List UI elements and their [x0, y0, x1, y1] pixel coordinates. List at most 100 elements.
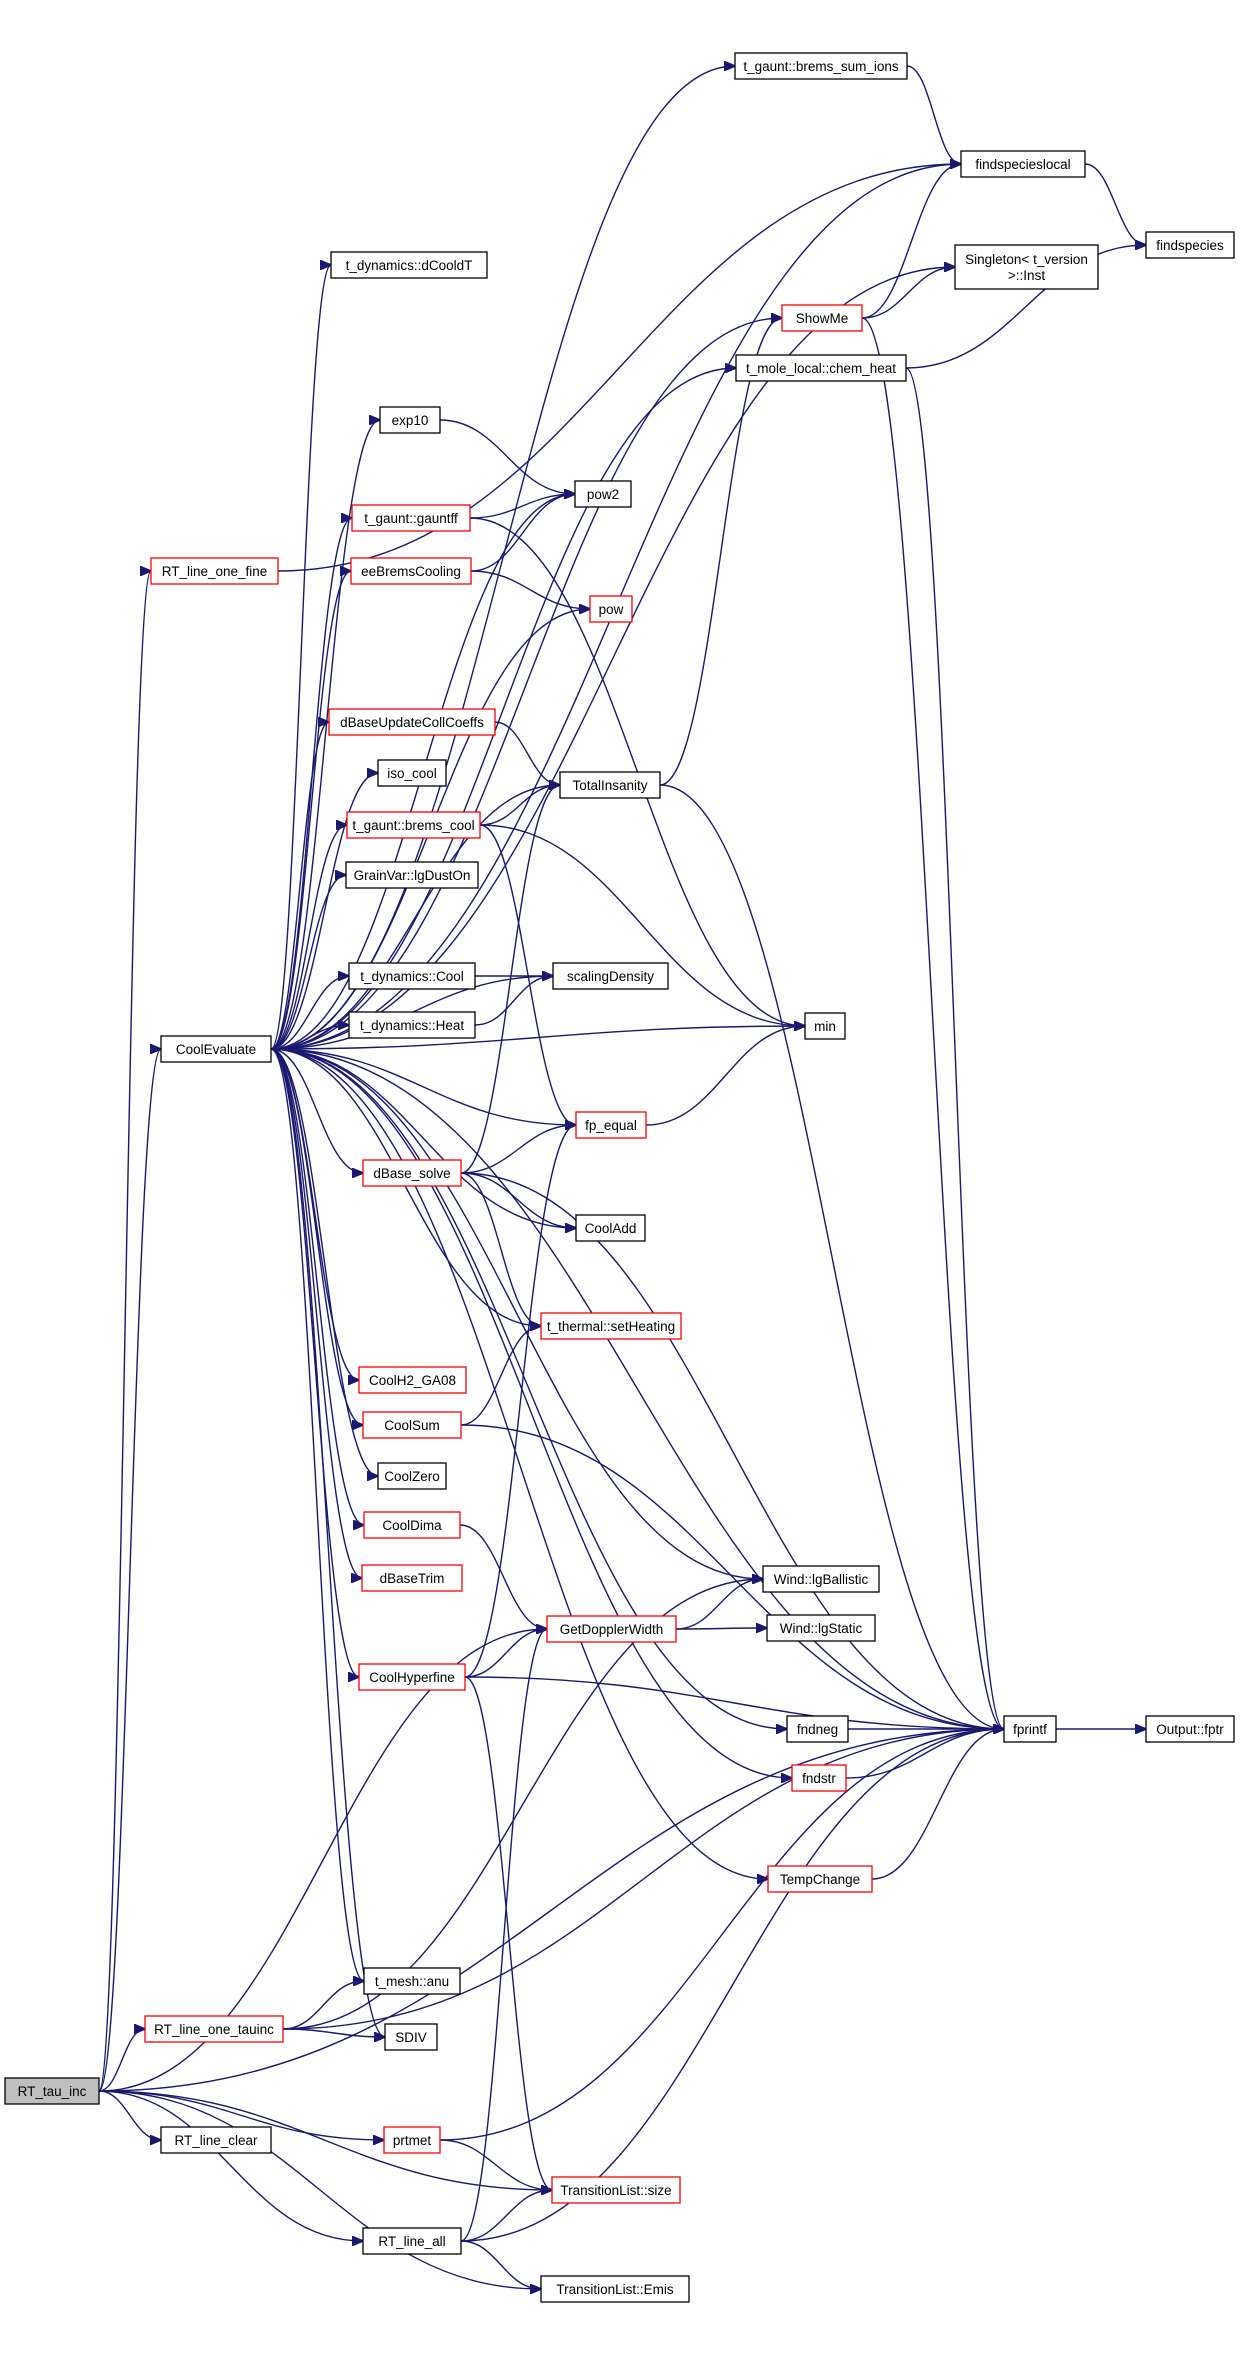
node-findspecies[interactable]: findspecies: [1145, 231, 1235, 259]
node-label: t_thermal::setHeating: [547, 1319, 675, 1334]
node-tl-size[interactable]: TransitionList::size: [551, 2176, 681, 2204]
edge-coolhyperfine-to-fp-equal: [464, 1125, 576, 1678]
node-label: pow2: [587, 487, 619, 502]
node-pow2[interactable]: pow2: [574, 480, 632, 508]
node-box: [144, 2015, 284, 2043]
edge-cool-evaluate-to-dyn-cool: [270, 976, 349, 1050]
edge-cool-evaluate-to-showme: [270, 318, 782, 1050]
node-label: Wind::lgBallistic: [774, 1572, 869, 1587]
node-box: [358, 1366, 467, 1394]
node-coolhyperfine[interactable]: CoolHyperfine: [358, 1663, 466, 1691]
node-label: exp10: [392, 413, 429, 428]
node-coolsum[interactable]: CoolSum: [362, 1411, 462, 1439]
node-box: [362, 2227, 462, 2255]
node-scalingdensity[interactable]: scalingDensity: [552, 962, 669, 990]
node-label: dBaseTrim: [380, 1571, 445, 1586]
edge-cool-evaluate-to-eebrems: [270, 571, 351, 1050]
edge-rt-tau-inc-to-cool-evaluate: [98, 1049, 161, 2092]
node-box: [546, 1615, 677, 1643]
node-anu[interactable]: t_mesh::anu: [363, 1967, 461, 1995]
edge-prtmet-to-tl-size: [439, 2139, 552, 2190]
node-eebrems[interactable]: eeBremsCooling: [350, 557, 472, 585]
node-coolh2[interactable]: CoolH2_GA08: [358, 1366, 467, 1394]
node-rt-line-clear[interactable]: RT_line_clear: [160, 2126, 272, 2154]
node-lgballistic[interactable]: Wind::lgBallistic: [762, 1565, 880, 1593]
node-brems-sum-ions[interactable]: t_gaunt::brems_sum_ions: [734, 52, 908, 80]
node-rt-tau-inc[interactable]: RT_tau_inc: [4, 2077, 100, 2105]
node-dyn-heat[interactable]: t_dynamics::Heat: [348, 1011, 476, 1039]
node-cool-evaluate[interactable]: CoolEvaluate: [160, 1035, 272, 1063]
node-tl-emis[interactable]: TransitionList::Emis: [540, 2275, 690, 2303]
node-label: RT_line_one_tauinc: [154, 2022, 274, 2037]
node-box: [1145, 231, 1235, 259]
node-rt-line-one-fine[interactable]: RT_line_one_fine: [150, 557, 279, 585]
node-cooldima[interactable]: CoolDima: [363, 1511, 461, 1539]
edge-dbase-solve-to-fp-equal: [460, 1125, 576, 1174]
edge-dbaseupdate-to-totalinsanity: [494, 721, 560, 785]
node-box: [160, 1035, 272, 1063]
node-box: [786, 1715, 849, 1743]
node-sdiv[interactable]: SDIV: [384, 2023, 438, 2051]
edge-getdoppler-to-lgballistic: [675, 1579, 763, 1630]
node-prtmet[interactable]: prtmet: [383, 2126, 441, 2154]
edge-cool-evaluate-to-tempchange: [270, 1048, 768, 1879]
node-fndstr[interactable]: fndstr: [791, 1764, 847, 1792]
node-iso-cool[interactable]: iso_cool: [377, 759, 447, 787]
edge-cool-evaluate-to-fprintf: [270, 1048, 1004, 1729]
node-coolzero[interactable]: CoolZero: [377, 1462, 447, 1490]
node-fndneg[interactable]: fndneg: [786, 1715, 849, 1743]
edge-dbase-solve-to-totalinsanity: [460, 785, 560, 1174]
node-pow[interactable]: pow: [589, 595, 633, 623]
node-dyn-cool[interactable]: t_dynamics::Cool: [348, 962, 476, 990]
node-box: [734, 52, 908, 80]
edge-rt-line-one-tauinc-to-sdiv: [282, 2028, 385, 2037]
node-box: [791, 1764, 847, 1792]
edge-cool-evaluate-to-coolhyperfine: [270, 1048, 359, 1677]
edge-rt-tau-inc-to-rt-line-all: [98, 2090, 363, 2241]
node-brems-cool[interactable]: t_gaunt::brems_cool: [346, 811, 481, 839]
node-box: [575, 1111, 647, 1139]
edge-cool-evaluate-to-lgdueston: [270, 875, 346, 1050]
node-box: [1145, 1715, 1235, 1743]
node-rt-line-all[interactable]: RT_line_all: [362, 2227, 462, 2255]
edge-cool-evaluate-to-dbasetrim: [270, 1048, 362, 1578]
edge-cool-evaluate-to-dcooldt: [270, 265, 331, 1050]
node-box: [960, 150, 1086, 178]
node-setheating[interactable]: t_thermal::setHeating: [540, 1312, 682, 1340]
node-dbaseupdate[interactable]: dBaseUpdateCollCoeffs: [328, 708, 496, 736]
node-box: [377, 759, 447, 787]
node-label: scalingDensity: [567, 969, 654, 984]
node-label: fndstr: [802, 1771, 836, 1786]
node-fp-equal[interactable]: fp_equal: [575, 1111, 647, 1139]
edge-cooldima-to-getdoppler: [459, 1524, 547, 1629]
node-findspecieslocal[interactable]: findspecieslocal: [960, 150, 1086, 178]
node-cooladd[interactable]: CoolAdd: [575, 1214, 646, 1242]
node-dbase-solve[interactable]: dBase_solve: [362, 1159, 462, 1187]
edge-cool-evaluate-to-fndstr: [270, 1048, 792, 1778]
edge-rt-line-one-tauinc-to-lgballistic: [282, 1579, 763, 2030]
edge-cool-evaluate-to-coolh2: [270, 1048, 359, 1380]
node-chem-heat[interactable]: t_mole_local::chem_heat: [735, 354, 907, 382]
node-gauntff[interactable]: t_gaunt::gauntff: [351, 504, 471, 532]
edge-tempchange-to-fprintf: [871, 1729, 1004, 1880]
node-dbasetrim[interactable]: dBaseTrim: [361, 1564, 463, 1592]
node-lgdueston[interactable]: GrainVar::lgDustOn: [345, 861, 479, 889]
node-singleton-inst[interactable]: Singleton< t_version>::Inst: [954, 244, 1099, 290]
node-dcooldt[interactable]: t_dynamics::dCooldT: [330, 251, 488, 279]
edge-coolsum-to-setheating: [460, 1326, 541, 1426]
edge-coolhyperfine-to-getdoppler: [464, 1629, 547, 1678]
node-totalinsanity[interactable]: TotalInsanity: [559, 771, 661, 799]
node-fprintf[interactable]: fprintf: [1003, 1715, 1057, 1743]
edge-rt-tau-inc-to-fprintf: [98, 1729, 1004, 2092]
node-lgstatic[interactable]: Wind::lgStatic: [766, 1614, 876, 1642]
node-fptr[interactable]: Output::fptr: [1145, 1715, 1235, 1743]
edge-dyn-heat-to-scalingdensity: [474, 976, 553, 1026]
node-getdoppler[interactable]: GetDopplerWidth: [546, 1615, 677, 1643]
edge-cool-evaluate-to-cooladd: [270, 1048, 576, 1228]
node-showme[interactable]: ShowMe: [781, 304, 863, 332]
node-rt-line-one-tauinc[interactable]: RT_line_one_tauinc: [144, 2015, 284, 2043]
node-exp10[interactable]: exp10: [379, 406, 441, 434]
node-min[interactable]: min: [804, 1012, 846, 1040]
node-tempchange[interactable]: TempChange: [767, 1865, 873, 1893]
